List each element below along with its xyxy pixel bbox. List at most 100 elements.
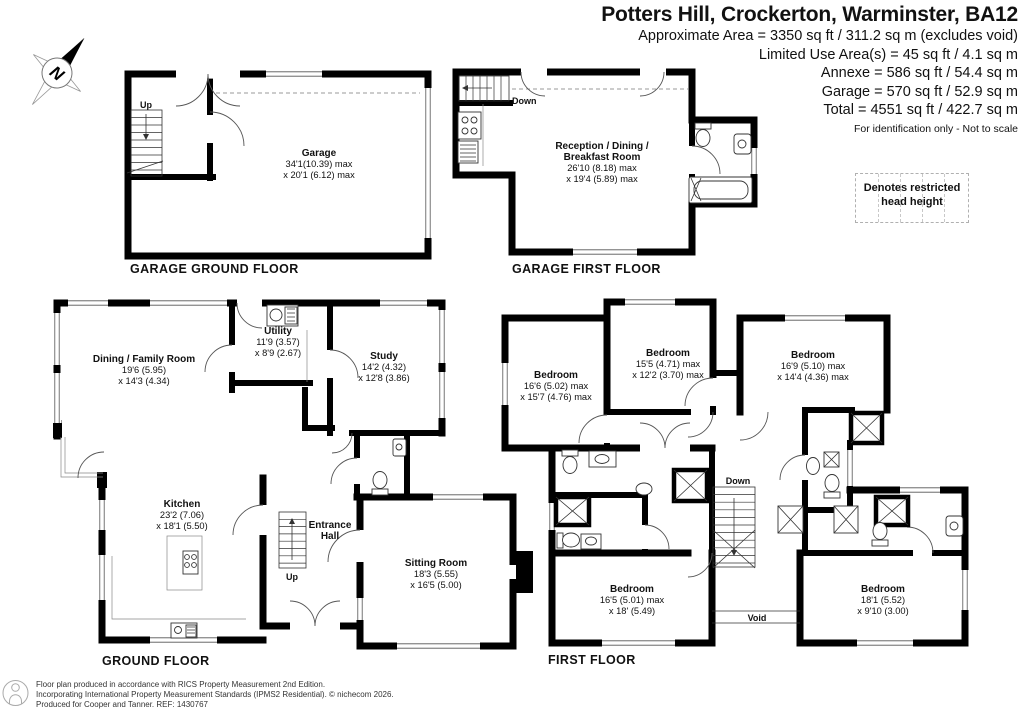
door-opening	[355, 530, 365, 562]
window-marker	[900, 485, 940, 495]
room-dims-kitchen: 23'2 (7.06)	[160, 510, 204, 520]
window-marker	[266, 69, 322, 79]
window-marker	[433, 492, 483, 502]
window-marker	[625, 297, 675, 307]
bath-icon	[688, 176, 753, 204]
room-dims-bedroom: x 14'4 (4.36) max	[777, 372, 849, 382]
window-marker	[150, 298, 227, 308]
room-label-entrance-hall: Hall	[321, 531, 340, 542]
window-marker	[573, 247, 637, 257]
footer-line: Floor plan produced in accordance with R…	[36, 680, 326, 689]
window-marker	[380, 298, 427, 308]
room-dims-dining: x 14'3 (4.34)	[118, 376, 169, 386]
window-marker	[437, 310, 447, 363]
shower-tray-icon	[823, 451, 840, 468]
window-marker	[68, 298, 108, 308]
room-label-bedroom: Bedroom	[861, 584, 905, 595]
total-area: Total = 4551 sq ft / 422.7 sq m	[823, 102, 1018, 118]
door-opening	[602, 415, 612, 443]
room-label-reception: Breakfast Room	[564, 152, 641, 163]
window-marker	[749, 148, 759, 174]
page-title: Potters Hill, Crockerton, Warminster, BA…	[601, 3, 1018, 26]
washer-icon	[266, 304, 299, 327]
restricted-head-height-legend: Denotes restricted head height	[855, 173, 969, 223]
window-marker	[857, 638, 913, 648]
approximate-area: Approximate Area = 3350 sq ft / 311.2 sq…	[638, 28, 1018, 44]
limited-use-area: Limited Use Area(s) = 45 sq ft / 4.1 sq …	[758, 46, 1018, 63]
room-dims-study: x 12'8 (3.86)	[358, 373, 409, 383]
shower-icon	[873, 494, 911, 528]
fixtures	[166, 104, 964, 639]
legend-line: Denotes restricted	[863, 182, 961, 194]
room-label-dining: Dining / Family Room	[93, 354, 195, 365]
door-opening	[640, 67, 666, 77]
shower-icon	[671, 467, 710, 504]
window-marker	[52, 313, 62, 365]
room-dims-garage: 34'1(10.39) max	[286, 159, 353, 169]
floor-label-ground: GROUND FLOOR	[102, 654, 210, 668]
nichecom-logo-icon	[2, 680, 29, 706]
basin-icon	[806, 457, 820, 475]
door-opening	[352, 458, 362, 484]
room-label-study: Study	[370, 351, 398, 362]
staircase	[130, 109, 163, 177]
room-dims-bedroom: 16'5 (5.01) max	[600, 595, 665, 605]
toilet-icon	[823, 474, 841, 499]
toilet-icon	[371, 471, 389, 496]
room-dims-garage: x 20'1 (6.12) max	[283, 170, 355, 180]
door-opening	[800, 455, 810, 480]
kitchen-island	[166, 535, 203, 591]
room-dims-bedroom: 18'1 (5.52)	[861, 595, 905, 605]
kitchen-counter-line	[111, 556, 246, 620]
rooflight-icon	[833, 505, 859, 534]
shower-icon	[848, 410, 885, 446]
room-dims-utility: x 8'9 (2.67)	[255, 348, 301, 358]
shower-icon	[553, 494, 592, 528]
door-arcs	[77, 71, 934, 627]
room-label-bedroom: Bedroom	[791, 350, 835, 361]
basin-icon	[945, 515, 964, 537]
room-label-reception: Reception / Dining /	[555, 141, 649, 152]
toilet-icon	[694, 122, 712, 147]
door-opening	[687, 146, 697, 174]
window-marker	[845, 450, 855, 486]
basin-icon	[733, 133, 752, 155]
room-dims-sitting: x 16'5 (5.00)	[410, 580, 461, 590]
room-label-bedroom: Bedroom	[646, 348, 690, 359]
door-opening	[325, 350, 335, 378]
room-label-entrance-hall: Entrance	[309, 520, 352, 531]
bay-window-lines	[60, 437, 103, 478]
door-opening	[258, 505, 268, 535]
basin-icon	[392, 438, 407, 457]
room-label-kitchen: Kitchen	[164, 499, 201, 510]
room-label-bedroom: Bedroom	[610, 584, 654, 595]
garage-ground-floor-plan	[124, 70, 432, 260]
room-dims-dining: 19'6 (5.95)	[122, 365, 166, 375]
identification-note: For identification only - Not to scale	[854, 122, 1018, 135]
vanity-basin-icon	[580, 533, 602, 550]
footer-line: Incorporating International Property Mea…	[36, 690, 394, 699]
annexe-area: Annexe = 586 sq ft / 54.4 sq m	[820, 65, 1018, 81]
rooflight-icon	[777, 505, 804, 534]
toilet-icon	[871, 522, 889, 547]
stairs-down-label: Down	[726, 476, 751, 486]
sink-unit-icon	[170, 622, 198, 639]
window-marker	[97, 555, 107, 600]
room-dims-bedroom: x 18' (5.49)	[609, 606, 655, 616]
compass-rose-icon: N	[32, 38, 85, 105]
room-dims-utility: 11'9 (3.57)	[256, 337, 299, 347]
window-marker	[52, 373, 62, 423]
room-dims-bedroom: 15'5 (4.71) max	[636, 359, 701, 369]
door-opening	[521, 67, 547, 77]
bay-corner-block	[97, 472, 107, 488]
legend-line: head height	[881, 196, 943, 208]
room-label-garage: Garage	[302, 148, 337, 159]
floor-label-garage-first: GARAGE FIRST FLOOR	[512, 262, 661, 276]
basin-icon	[635, 482, 653, 496]
window-marker	[602, 638, 675, 648]
sink-unit-icon	[457, 140, 479, 164]
footer-disclaimer: Floor plan produced in accordance with R…	[36, 680, 394, 710]
room-dims-bedroom: x 15'7 (4.76) max	[520, 392, 592, 402]
